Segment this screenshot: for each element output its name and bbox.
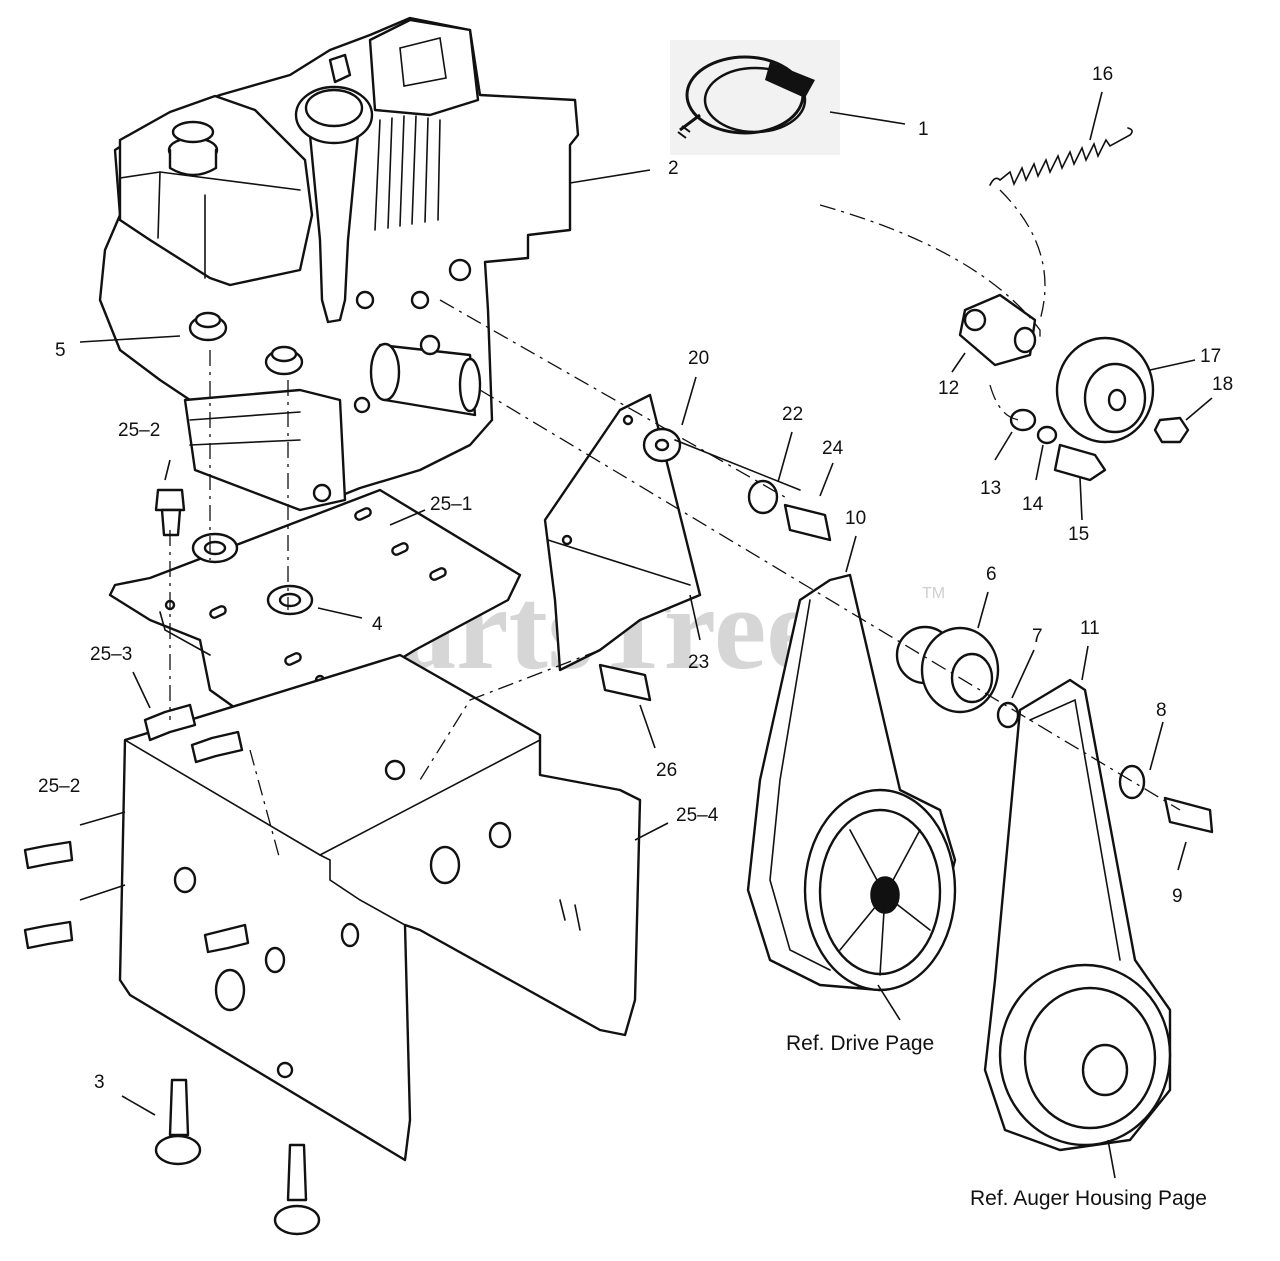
callout-26: 26 bbox=[656, 760, 677, 781]
callout-22: 22 bbox=[782, 404, 803, 425]
callout-6: 6 bbox=[986, 564, 997, 585]
callout-16: 16 bbox=[1092, 64, 1113, 85]
idler-assembly bbox=[958, 293, 1190, 482]
callout-4: 4 bbox=[372, 614, 383, 635]
callout-10: 10 bbox=[845, 508, 866, 529]
callout-12: 12 bbox=[938, 378, 959, 399]
frame bbox=[118, 653, 642, 1162]
callout-20: 20 bbox=[688, 348, 709, 369]
callout-24: 24 bbox=[822, 438, 844, 459]
auger-belt bbox=[983, 678, 1172, 1152]
callout-23: 23 bbox=[688, 652, 709, 673]
callout-1: 1 bbox=[918, 119, 929, 140]
bracket bbox=[543, 393, 702, 672]
callout-9: 9 bbox=[1172, 886, 1183, 907]
callout-8: 8 bbox=[1156, 700, 1167, 721]
callout-5: 5 bbox=[55, 340, 66, 361]
callout-25-2-side: 25–2 bbox=[38, 776, 80, 797]
ref-drive-page: Ref. Drive Page bbox=[786, 1032, 934, 1055]
spring bbox=[989, 127, 1133, 187]
callout-18: 18 bbox=[1212, 374, 1233, 395]
engine-pulley bbox=[895, 625, 1020, 729]
leader-lines bbox=[79, 91, 1213, 1179]
callout-14: 14 bbox=[1022, 494, 1044, 515]
callout-25-3: 25–3 bbox=[90, 644, 132, 665]
drive-belt bbox=[746, 573, 957, 992]
hardware bbox=[23, 427, 1214, 1236]
callout-25-2-top: 25–2 bbox=[118, 420, 160, 441]
electric-cord bbox=[670, 40, 840, 155]
engine bbox=[98, 16, 580, 512]
callout-25-4: 25–4 bbox=[676, 805, 719, 826]
callout-13: 13 bbox=[980, 478, 1001, 499]
callout-2: 2 bbox=[668, 158, 679, 179]
callout-7: 7 bbox=[1032, 626, 1043, 647]
callout-17: 17 bbox=[1200, 346, 1221, 367]
callouts: 1 2 3 4 5 6 7 8 9 10 11 12 13 14 15 16 1… bbox=[38, 64, 1233, 1093]
callout-3: 3 bbox=[94, 1072, 105, 1093]
callout-15: 15 bbox=[1068, 524, 1089, 545]
callout-11: 11 bbox=[1080, 618, 1100, 639]
callout-25-1: 25–1 bbox=[430, 494, 472, 515]
ref-auger-housing-page: Ref. Auger Housing Page bbox=[970, 1187, 1207, 1210]
center-lines bbox=[169, 189, 1181, 861]
watermark-trademark: TM bbox=[922, 585, 945, 602]
